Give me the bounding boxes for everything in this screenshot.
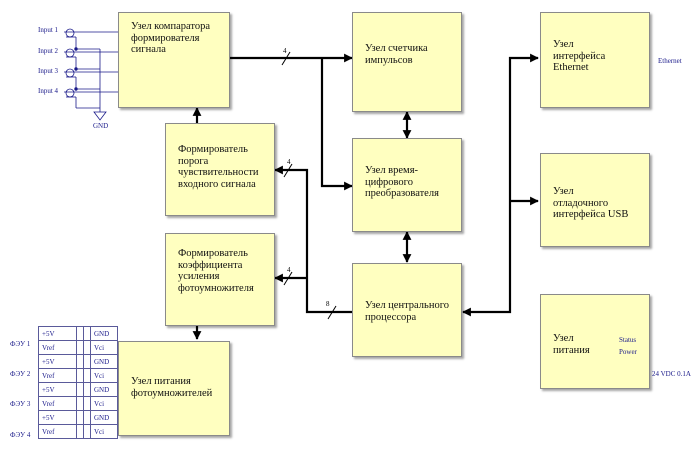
cpu-block[interactable]: Узел центрального процессора: [352, 263, 462, 357]
bus-width-cpu: 8: [326, 300, 330, 308]
input-2-wire: [64, 48, 118, 71]
cpu-ethernet-bus: [462, 53, 539, 317]
bus-width-threshold: 4: [287, 158, 291, 166]
gain-label: Формирователь коэффициента усиления фото…: [178, 248, 254, 294]
comparator-label: Узел компаратора формирователя сигнала: [131, 21, 210, 55]
input-3-wire: [64, 68, 118, 91]
comparator-tdc-line: [320, 58, 353, 191]
pmt-1-label: ФЭУ 1: [10, 340, 31, 348]
input-1-wire: [64, 28, 118, 51]
power-block[interactable]: Узел питания: [540, 294, 650, 389]
power-label: Power: [619, 348, 637, 356]
comparator-block[interactable]: Узел компаратора формирователя сигнала: [118, 12, 230, 108]
status-label: Status: [619, 336, 637, 344]
gnd-label: GND: [93, 122, 109, 130]
power-block-label: Узел питания: [553, 333, 590, 356]
pmt-power-block[interactable]: Узел питания фотоумножителей: [118, 341, 230, 436]
ethernet-block[interactable]: Узел интерфейса Ethernet: [540, 12, 650, 108]
bus-slashes: [281, 51, 337, 320]
input-3-label: Input 3: [38, 67, 59, 75]
ethernet-port-label: Ethernet: [658, 57, 682, 65]
usb-block[interactable]: Узел отладочного интерфейса USB: [540, 153, 650, 247]
tdc-label: Узел время-цифрового преобразователя: [365, 165, 439, 199]
input-2-label: Input 2: [38, 47, 59, 55]
input-circuitry: [64, 28, 118, 121]
input-1-label: Input 1: [38, 26, 59, 34]
usb-label: Узел отладочного интерфейса USB: [553, 186, 629, 220]
pmt-power-label: Узел питания фотоумножителей: [131, 376, 213, 399]
threshold-block[interactable]: Формирователь порога чувствительности вх…: [165, 123, 275, 216]
bus-width-comp: 4: [283, 47, 287, 55]
tdc-block[interactable]: Узел время-цифрового преобразователя: [352, 138, 462, 232]
pmt-4-label: ФЭУ 4: [10, 431, 31, 439]
ethernet-block-label: Узел интерфейса Ethernet: [553, 39, 606, 73]
input-4-wire: [64, 88, 118, 108]
pmt-2-label: ФЭУ 2: [10, 370, 31, 378]
bus-width-gain: 4: [287, 266, 291, 274]
counter-label: Узел счетчика импульсов: [365, 43, 428, 66]
counter-block[interactable]: Узел счетчика импульсов: [352, 12, 462, 112]
cpu-label: Узел центрального процессора: [365, 300, 449, 323]
threshold-label: Формирователь порога чувствительности вх…: [178, 144, 259, 190]
supply-label: 24 VDC 0.1A: [652, 370, 691, 378]
pmt-3-label: ФЭУ 3: [10, 400, 31, 408]
gain-block[interactable]: Формирователь коэффициента усиления фото…: [165, 233, 275, 326]
ground-symbol: [93, 111, 107, 121]
cpu-threshold-bus: [274, 165, 352, 314]
input-4-label: Input 4: [38, 87, 59, 95]
